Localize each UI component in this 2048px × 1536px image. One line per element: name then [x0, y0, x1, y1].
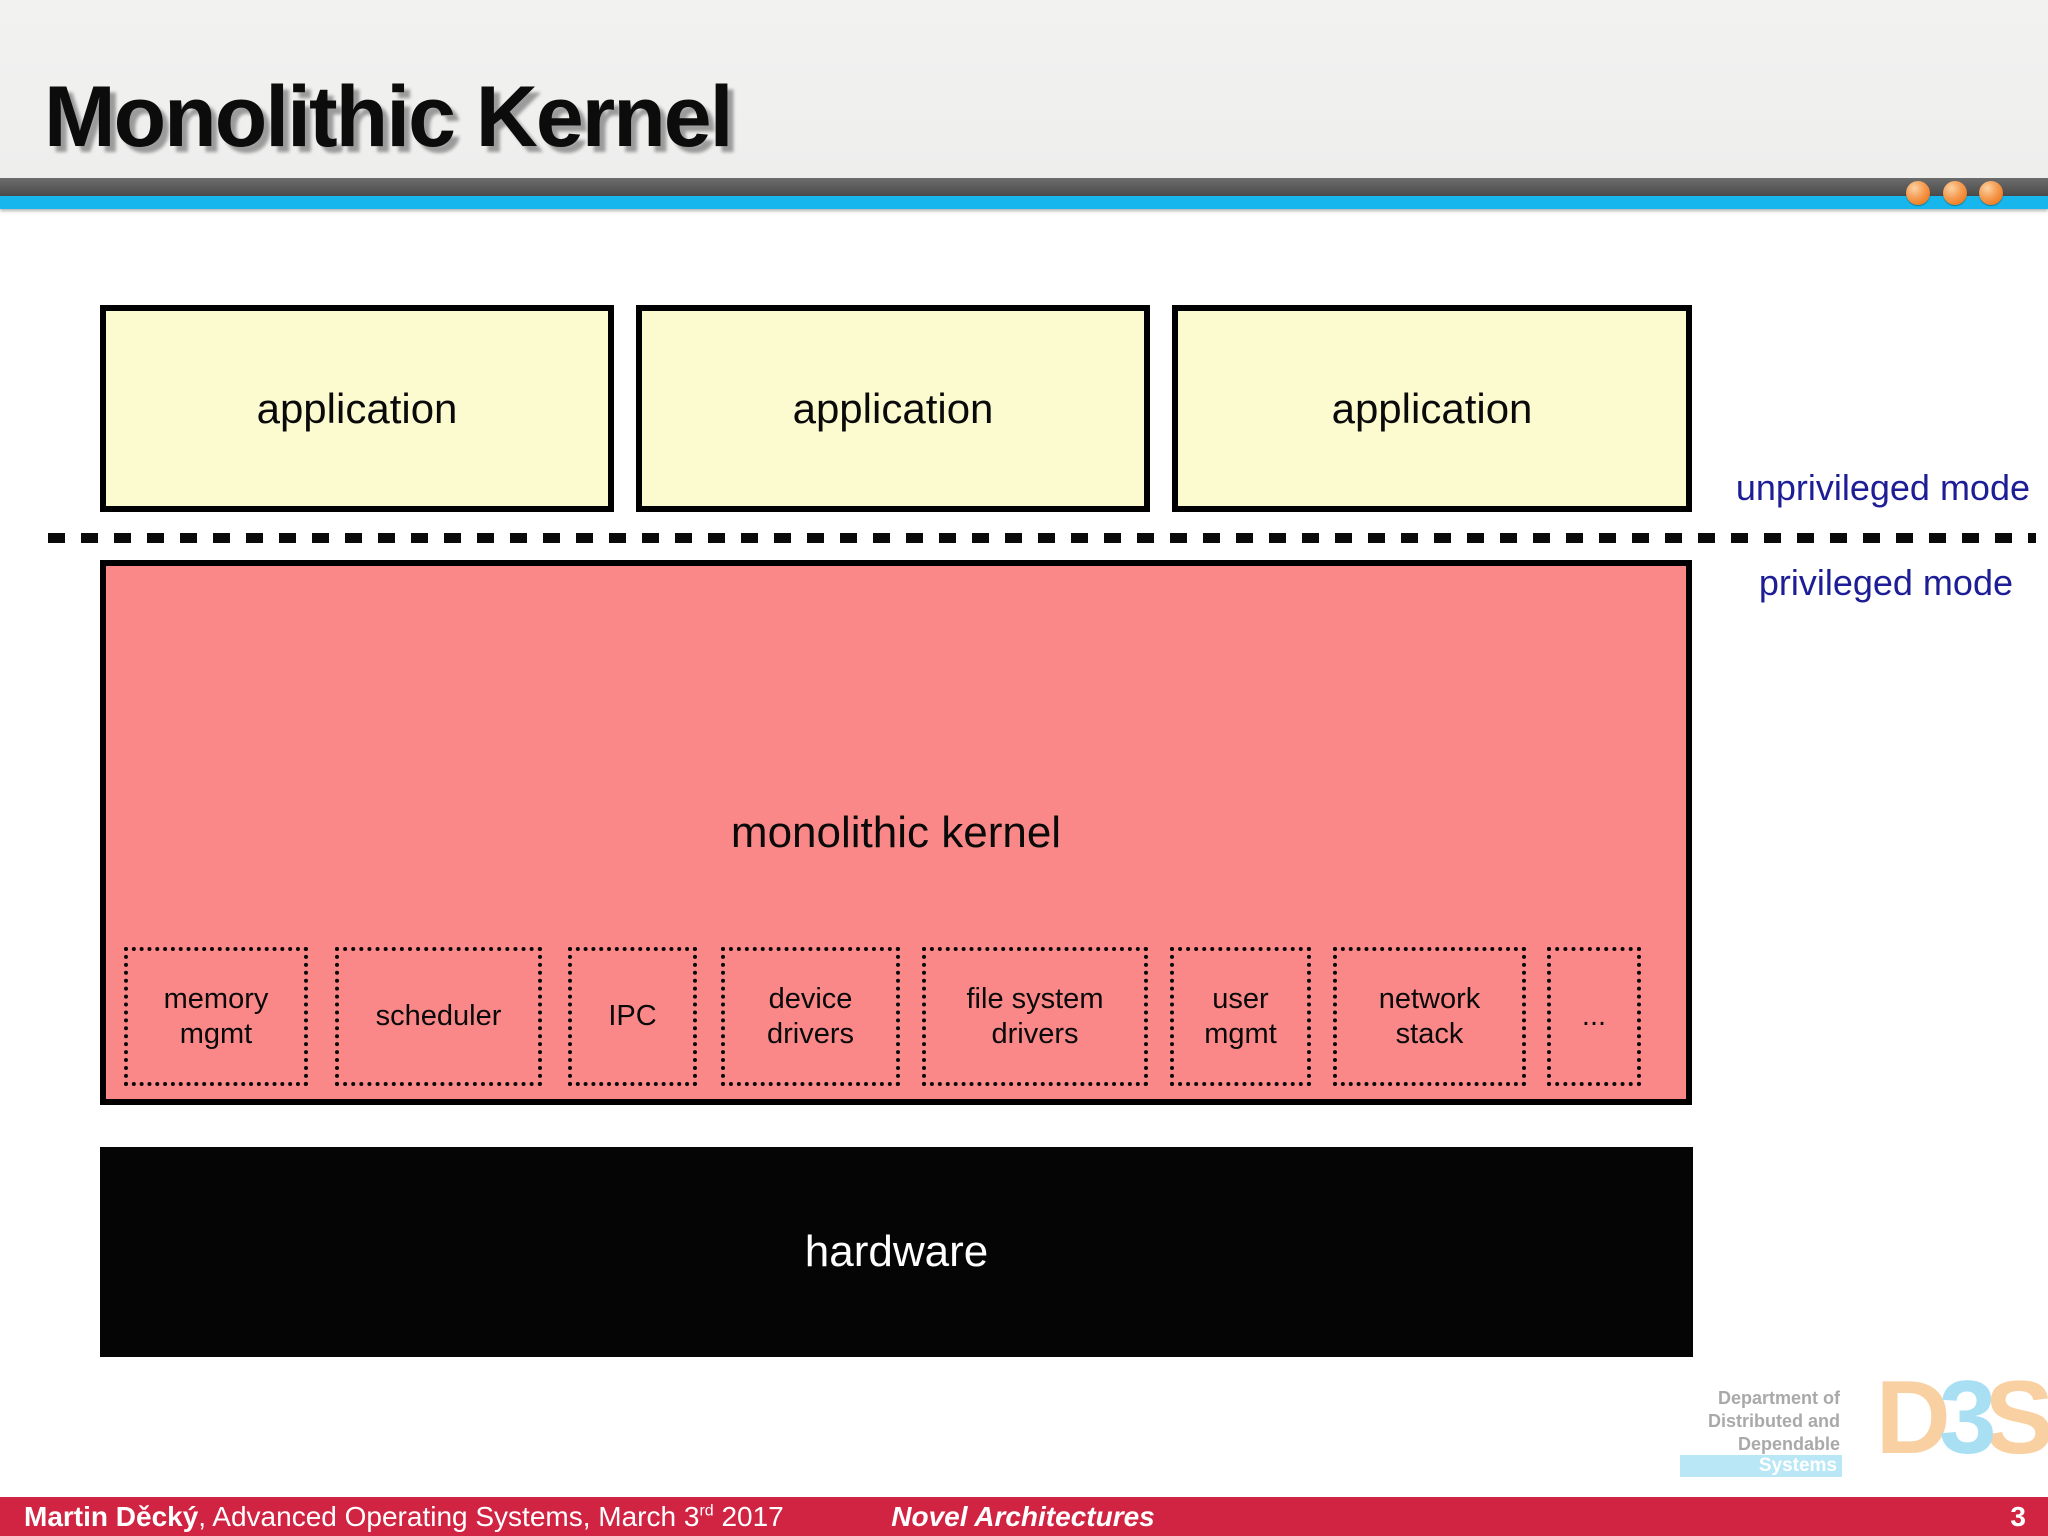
footer-author: Martin Děcký — [24, 1501, 199, 1532]
logo-letter-s: S — [1984, 1360, 2048, 1476]
hardware-box: hardware — [100, 1147, 1693, 1357]
logo-line: Distributed and — [1707, 1411, 1840, 1431]
decoration-dot-icon — [1979, 181, 2003, 205]
kernel-label: monolithic kernel — [730, 808, 1062, 857]
footer-citation-middle: , Advanced Operating Systems, March 3 — [198, 1501, 700, 1532]
decoration-dot-icon — [1943, 181, 1967, 205]
logo-letter-3: 3 — [1938, 1360, 1997, 1476]
privilege-boundary-dashed-line — [48, 533, 2036, 543]
slide-title: Monolithic Kernel — [44, 68, 733, 165]
kernel-component-ipc: IPC — [568, 947, 697, 1086]
logo-line: Department of — [1717, 1388, 1840, 1408]
logo-department-lines: Department of Distributed and Dependable — [1708, 1387, 1840, 1456]
hardware-label: hardware — [804, 1227, 989, 1276]
header-band: Monolithic Kernel — [0, 0, 2048, 178]
kernel-component-memory-mgmt: memory mgmt — [124, 947, 308, 1086]
unprivileged-mode-label: unprivileged mode — [1735, 467, 2030, 508]
footer-bar: Martin Děcký, Advanced Operating Systems… — [0, 1497, 2048, 1536]
header-gray-bar — [0, 178, 2048, 196]
footer-course-title: Novel Architectures — [891, 1501, 1155, 1532]
kernel-component-network-stack: network stack — [1333, 947, 1526, 1086]
kernel-component-device-drivers: device drivers — [721, 947, 900, 1086]
footer-citation: Martin Děcký, Advanced Operating Systems… — [24, 1501, 784, 1533]
application-box: application — [100, 305, 614, 512]
application-box: application — [1172, 305, 1692, 512]
logo-letter-d: D — [1875, 1360, 1951, 1476]
decoration-dot-icon — [1906, 181, 1930, 205]
footer-ordinal-suffix: rd — [699, 1502, 714, 1520]
kernel-component-file-system-drivers: file system drivers — [922, 947, 1148, 1086]
kernel-component-user-mgmt: user mgmt — [1170, 947, 1311, 1086]
logo-systems-bar: Systems — [1680, 1455, 1842, 1477]
monolithic-kernel-box: monolithic kernel memory mgmt scheduler … — [100, 560, 1692, 1105]
header-cyan-bar — [0, 196, 2048, 209]
kernel-component-ellipsis: ... — [1547, 947, 1641, 1086]
application-box: application — [636, 305, 1150, 512]
footer-citation-tail: 2017 — [713, 1501, 784, 1532]
application-label: application — [792, 384, 994, 432]
logo-systems-label: Systems — [1758, 1455, 1837, 1476]
application-label: application — [1331, 384, 1533, 432]
privileged-mode-label: privileged mode — [1758, 562, 2013, 603]
kernel-component-scheduler: scheduler — [335, 947, 542, 1086]
d3s-letters: D3S — [1875, 1360, 2048, 1476]
page-number: 3 — [2010, 1501, 2026, 1532]
logo-line: Dependable — [1737, 1434, 1840, 1454]
application-label: application — [256, 384, 458, 432]
d3s-logo: Department of Distributed and Dependable… — [1678, 1361, 2048, 1494]
